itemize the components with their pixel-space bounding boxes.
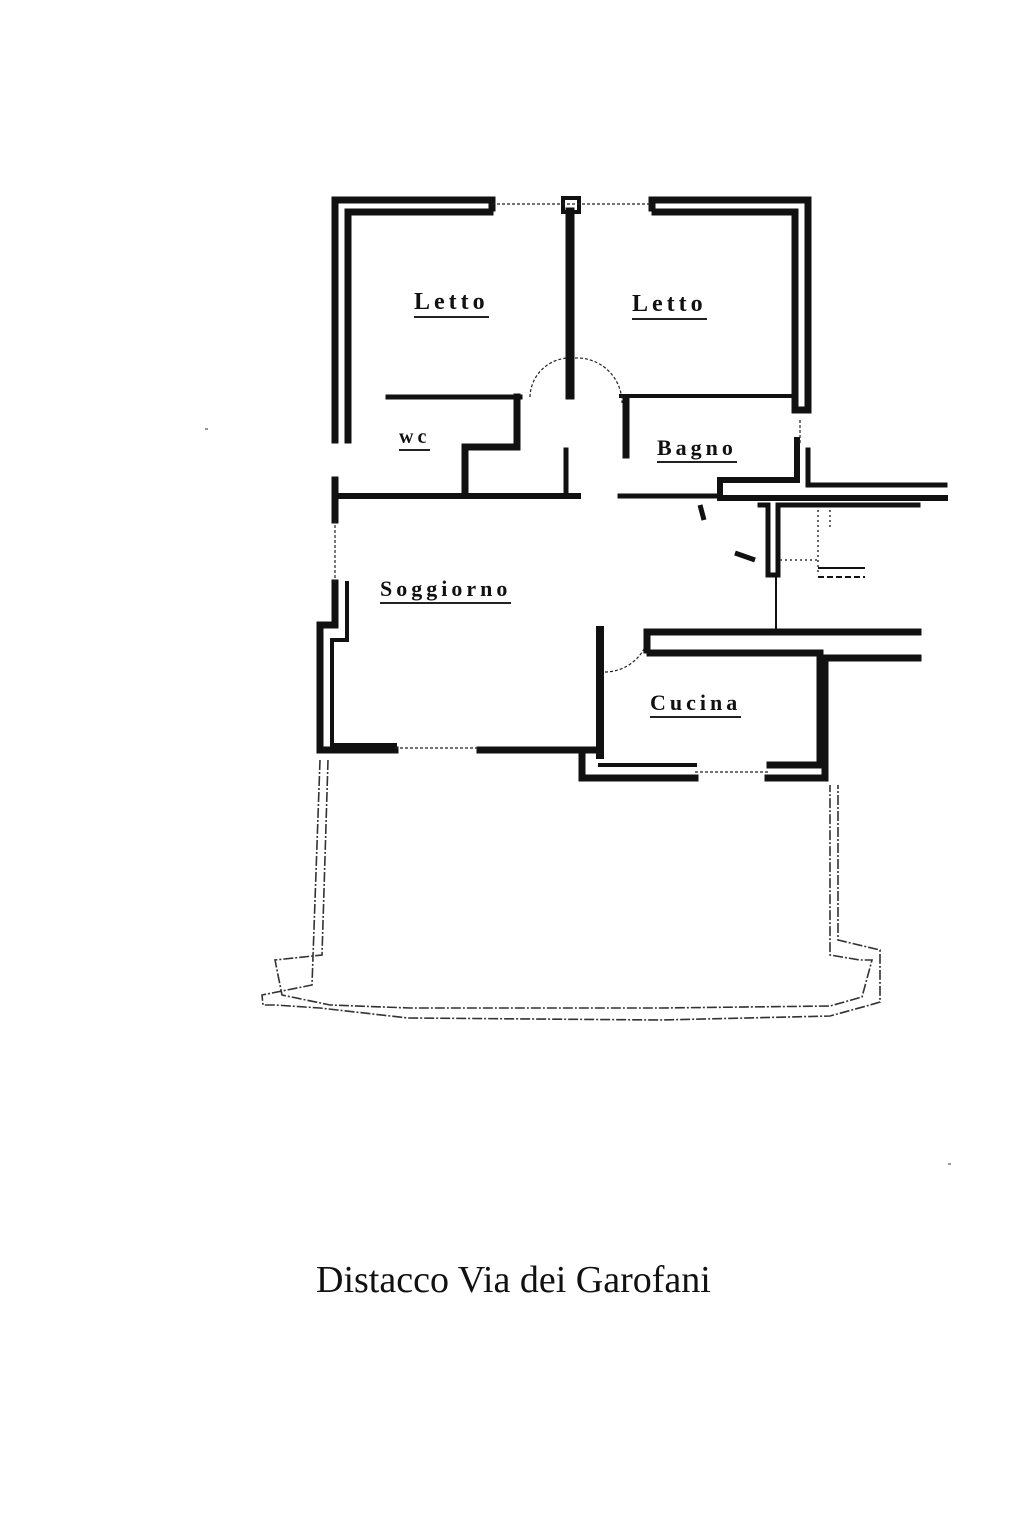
entrance-fixtures [697, 504, 756, 563]
room-label-bagno: Bagno [657, 437, 737, 463]
walls [316, 196, 948, 782]
room-label-wc: wc [399, 427, 431, 451]
room-label-soggiorno: Soggiorno [380, 578, 512, 604]
room-label-letto-1: Letto [414, 290, 489, 318]
terrace-outline [261, 759, 881, 1021]
door-swings [334, 203, 801, 773]
stair-detail [780, 510, 831, 575]
plan-caption: Distacco Via dei Garofani [316, 1259, 711, 1301]
room-label-letto-2: Letto [632, 292, 707, 320]
scan-speck [948, 1163, 951, 1165]
room-label-cucina: Cucina [650, 692, 742, 718]
scan-speck [205, 428, 208, 430]
